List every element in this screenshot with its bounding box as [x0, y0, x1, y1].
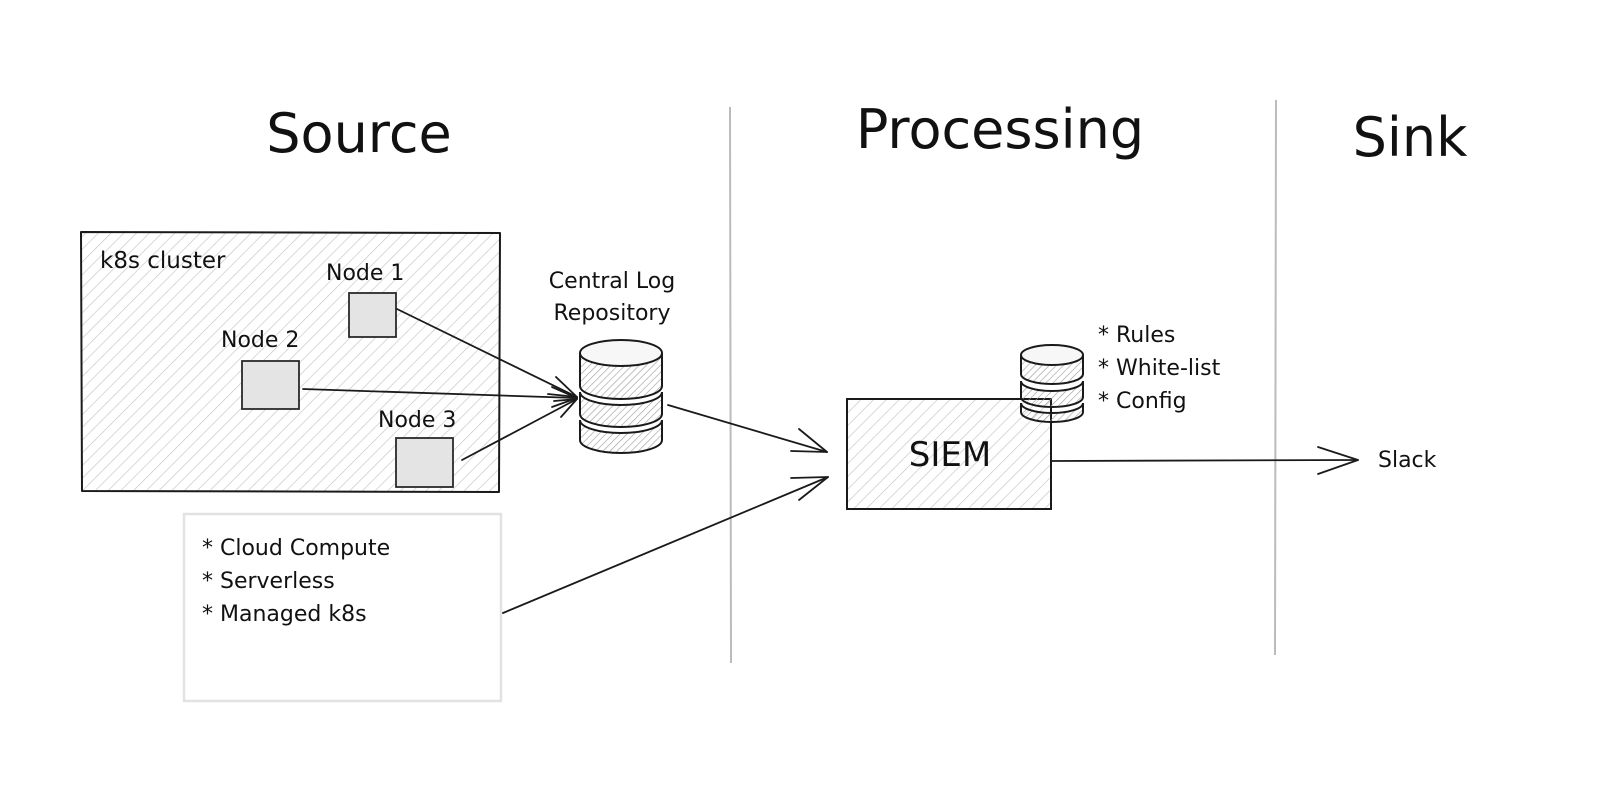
- divider-source-processing: [729, 106, 732, 664]
- repository-label-line1: Central Log: [549, 269, 675, 294]
- node-2-label: Node 2: [221, 328, 299, 353]
- arrow-node2-to-repository: [302, 386, 578, 408]
- other-source-item: * Managed k8s: [202, 602, 367, 627]
- siem-config-item: * Config: [1098, 389, 1187, 414]
- arrow-other-sources-to-siem: [502, 476, 829, 614]
- siem-box: SIEM: [846, 398, 1052, 510]
- siem-config-item: * Rules: [1098, 323, 1175, 348]
- siem-label: SIEM: [909, 435, 991, 475]
- divider-processing-sink: [1274, 99, 1277, 656]
- heading-sink: Sink: [1353, 106, 1469, 169]
- cluster-label: k8s cluster: [100, 248, 226, 274]
- siem-config-database-icon: [1020, 344, 1084, 423]
- k8s-cluster: k8s cluster Node 1 Node 2 Node 3: [80, 231, 501, 493]
- arrow-node1-to-repository: [396, 308, 578, 398]
- arrow-node3-to-repository: [461, 398, 578, 461]
- other-sources-box: * Cloud Compute * Serverless * Managed k…: [182, 512, 503, 703]
- repository-label-line2: Repository: [554, 301, 671, 326]
- sink-slack-label: Slack: [1378, 448, 1437, 473]
- other-source-item: * Cloud Compute: [202, 536, 390, 561]
- node-1: Node 1: [326, 261, 404, 338]
- heading-source: Source: [266, 102, 451, 165]
- node-3: Node 3: [378, 408, 456, 488]
- node-1-label: Node 1: [326, 261, 404, 286]
- other-source-item: * Serverless: [202, 569, 335, 594]
- central-log-repository: Central Log Repository: [549, 269, 675, 454]
- heading-processing: Processing: [856, 98, 1144, 161]
- node-3-label: Node 3: [378, 408, 456, 433]
- arrow-siem-to-slack: [1050, 446, 1359, 475]
- siem-config-list: * Rules * White-list * Config: [1098, 323, 1221, 414]
- database-icon: [579, 339, 663, 454]
- node-2: Node 2: [221, 328, 300, 410]
- siem-config-item: * White-list: [1098, 356, 1221, 381]
- arrow-repository-to-siem: [667, 404, 828, 453]
